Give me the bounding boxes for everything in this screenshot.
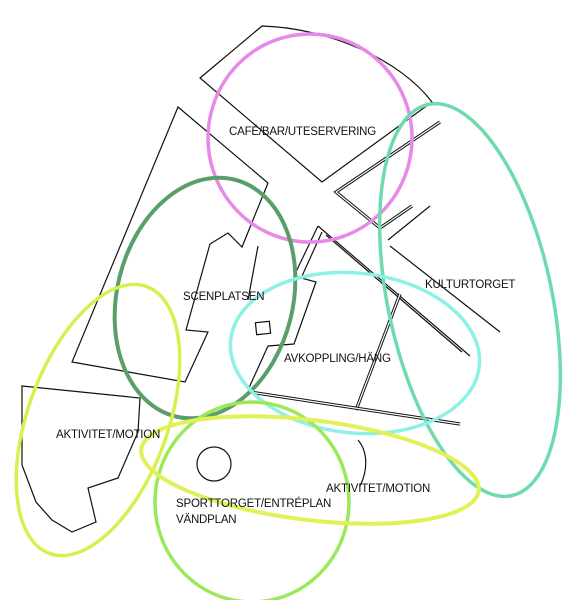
- zone-sport-ellipse: [153, 400, 351, 600]
- label-aktivitet-east: AKTIVITET/MOTION: [326, 483, 430, 495]
- label-sport-line1: SPORTTORGET/ENTRÉPLAN: [176, 497, 331, 510]
- west-building-outline: [21, 385, 141, 533]
- zone-kultur-ellipse: [377, 101, 563, 499]
- stage-building-outline: [71, 106, 269, 383]
- sport-circle-feature: [196, 446, 232, 482]
- site-outlines: [21, 25, 501, 533]
- kultur-edge-line: [387, 205, 501, 333]
- label-scen: SCENPLATSEN: [183, 291, 264, 303]
- label-kultur: KULTURTORGET: [425, 279, 515, 291]
- central-structure-outline: [247, 225, 471, 391]
- zone-cafe-ellipse: [206, 32, 414, 244]
- zone-aktivitet-west-ellipse: [14, 282, 182, 558]
- zone-aktivitet-east-ellipse: [139, 414, 481, 526]
- zone-labels: CAFÉ/BAR/UTESERVERING SCENPLATSEN KULTUR…: [56, 125, 516, 526]
- east-arc-feature: [357, 439, 367, 487]
- label-cafe: CAFÉ/BAR/UTESERVERING: [229, 125, 376, 138]
- zone-avkoppling-ellipse: [228, 270, 482, 436]
- central-divider-1-inner: [355, 293, 401, 411]
- label-aktivitet-west: AKTIVITET/MOTION: [56, 429, 160, 441]
- central-structure-inner: [301, 231, 463, 353]
- zone-ellipses: [14, 32, 563, 600]
- label-avkoppling: AVKOPPLING/HÄNG: [284, 353, 391, 365]
- cafe-building-outline: [199, 25, 433, 183]
- label-sport-line2: VÄNDPLAN: [176, 514, 236, 526]
- small-square-feature: [254, 320, 272, 336]
- zone-scen-ellipse: [112, 175, 298, 421]
